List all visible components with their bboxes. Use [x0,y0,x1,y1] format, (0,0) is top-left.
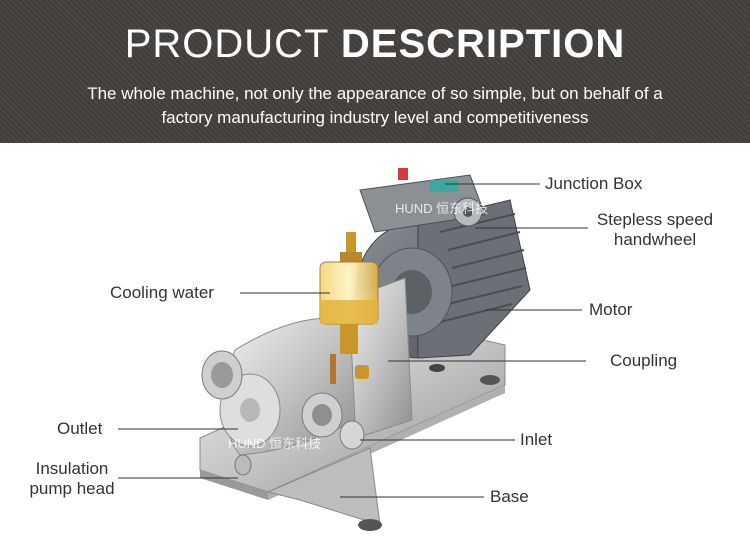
leader-lines [118,183,588,498]
label-base: Base [490,487,529,506]
label-motor: Motor [589,300,633,319]
pump-watermark: HUND 恒东科技 [228,436,321,451]
header-banner: PRODUCT DESCRIPTION The whole machine, n… [0,0,750,143]
cooling-water-cup [319,232,379,384]
pump-illustration: HUND 恒东科技 HUND 恒东科技 [118,168,588,531]
label-junction-box: Junction Box [545,174,643,193]
subtitle-line-1: The whole machine, not only the appearan… [87,84,663,103]
junction-box [359,168,486,233]
page-title: PRODUCT DESCRIPTION [0,22,750,67]
label-insulation-line-2: pump head [29,479,115,498]
motor-watermark: HUND 恒东科技 [395,201,488,216]
label-cooling-water: Cooling water [110,283,214,302]
label-outlet: Outlet [57,419,103,438]
title-light: PRODUCT [124,22,329,66]
page-subtitle: The whole machine, not only the appearan… [0,82,750,130]
title-bold: DESCRIPTION [340,22,626,66]
label-coupling: Coupling [610,351,678,370]
label-insulation-line-1: Insulation [35,459,109,478]
product-diagram: HUND 恒东科技 HUND 恒东科技 [0,143,750,556]
subtitle-line-2: factory manufacturing industry level and… [161,108,589,127]
pump-head [201,317,365,476]
label-insulation-pump-head: Insulation pump head [20,459,124,499]
label-stepless-speed-line-2: handwheel [613,230,697,249]
label-inlet: Inlet [520,430,553,449]
label-stepless-speed-line-1: Stepless speed [596,210,714,229]
label-stepless-speed-handwheel: Stepless speed handwheel [590,210,720,250]
